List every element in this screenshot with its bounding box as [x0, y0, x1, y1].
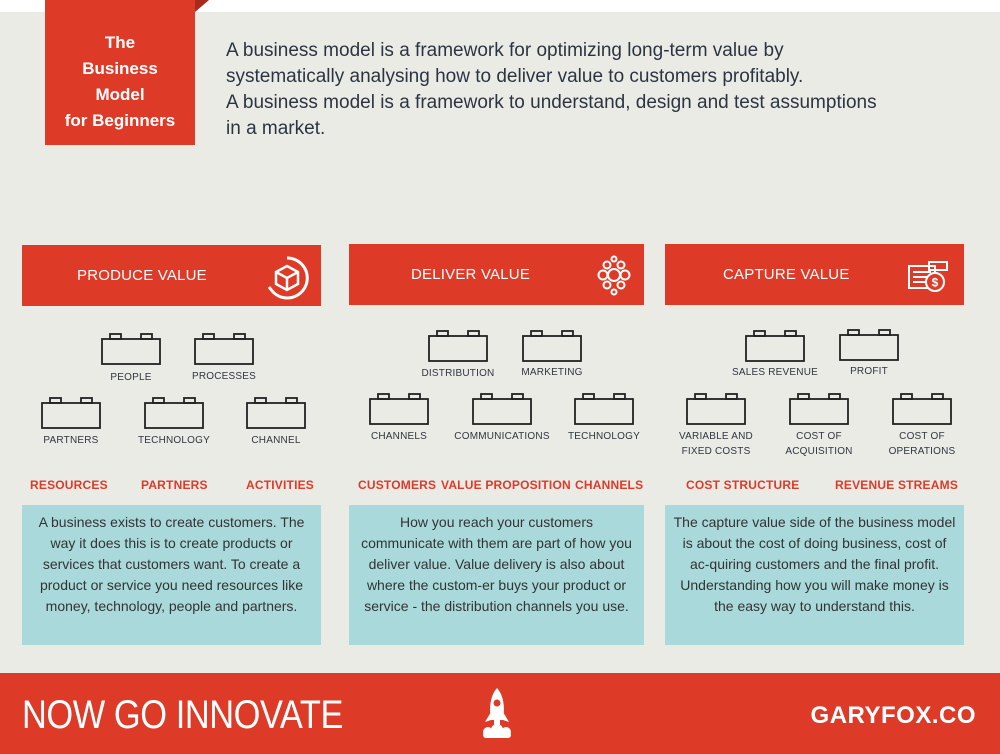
- block-label-variable-fixed-costs: VARIABLE AND FIXED COSTS: [679, 431, 753, 457]
- category-partners: PARTNERS: [141, 478, 208, 492]
- brick-icon: [428, 330, 488, 362]
- brick-icon: [194, 333, 254, 365]
- brick-icon: [522, 330, 582, 362]
- money-icon: $: [905, 254, 949, 298]
- brick-icon: [892, 393, 952, 425]
- badge-title: The Business Model for Beginners: [64, 33, 176, 130]
- header-title: CAPTURE VALUE: [723, 266, 850, 283]
- block-label-cost-of-acquisition: COST OF ACQUISITION: [785, 431, 853, 457]
- brick-icon: [472, 393, 532, 425]
- category-value-proposition: VALUE PROPOSITION: [441, 478, 571, 492]
- cube-icon: [264, 255, 309, 300]
- footer-website[interactable]: GARYFOX.CO: [810, 702, 976, 729]
- block-label-distribution: DISTRIBUTION: [421, 368, 495, 379]
- header-capture-value: CAPTURE VALUE $: [665, 244, 964, 305]
- brick-icon: [789, 393, 849, 425]
- brick-icon: [745, 330, 805, 362]
- block-label-marketing: MARKETING: [521, 367, 583, 378]
- brick-icon: [369, 393, 429, 425]
- brick-icon: [246, 397, 306, 429]
- category-activities: ACTIVITIES: [246, 478, 315, 492]
- intro-text: A business model is a framework for opti…: [226, 38, 886, 142]
- brick-icon: [839, 329, 899, 361]
- footer-banner: NOW GO INNOVATE GARYFOX.CO: [0, 673, 1000, 754]
- brick-icon: [101, 333, 161, 365]
- brick-icon: [574, 393, 634, 425]
- block-label-people: PEOPLE: [110, 372, 152, 383]
- svg-text:$: $: [932, 276, 939, 290]
- header-produce-value: PRODUCE VALUE: [22, 245, 321, 306]
- description-text: How you reach your customers communicate…: [361, 514, 632, 614]
- category-channels: CHANNELS: [575, 478, 644, 492]
- block-label-channel: CHANNEL: [251, 435, 301, 446]
- block-label-cost-of-operations: COST OF OPERATIONS: [888, 431, 956, 457]
- block-label-channels: CHANNELS: [370, 431, 428, 442]
- intro-paragraph-1: A business model is a framework for opti…: [226, 40, 804, 87]
- category-cost-structure: COST STRUCTURE: [686, 478, 800, 492]
- header-deliver-value: DELIVER VALUE: [349, 244, 644, 305]
- description-panel-capture: The capture value side of the business m…: [665, 505, 964, 645]
- block-label-technology: TECHNOLOGY: [137, 435, 210, 446]
- title-badge: The Business Model for Beginners: [45, 0, 195, 145]
- block-label-profit: PROFIT: [850, 366, 888, 377]
- rocket-icon: [477, 686, 517, 742]
- category-customers: CUSTOMERS: [358, 478, 437, 492]
- brick-icon: [686, 393, 746, 425]
- network-icon: [591, 253, 635, 297]
- footer-slogan: NOW GO INNOVATE: [22, 693, 343, 737]
- brick-icon: [41, 397, 101, 429]
- description-panel-produce: A business exists to create customers. T…: [22, 505, 321, 645]
- block-label-processes: PROCESSES: [191, 371, 257, 382]
- category-revenue-streams: REVENUE STREAMS: [835, 478, 959, 492]
- top-strip: [0, 0, 1000, 12]
- intro-paragraph-2: A business model is a framework to under…: [226, 92, 877, 139]
- header-title: DELIVER VALUE: [411, 266, 531, 283]
- block-label-partners: PARTNERS: [43, 435, 99, 446]
- header-title: PRODUCE VALUE: [77, 267, 207, 284]
- description-panel-deliver: How you reach your customers communicate…: [349, 505, 644, 645]
- category-resources: RESOURCES: [30, 478, 108, 492]
- description-text: A business exists to create customers. T…: [38, 514, 305, 614]
- badge-fold: [195, 0, 209, 12]
- block-label-sales-revenue: SALES REVENUE: [732, 367, 818, 378]
- description-text: The capture value side of the business m…: [673, 514, 956, 614]
- brick-icon: [144, 397, 204, 429]
- block-label-communications: COMMUNICATIONS: [454, 431, 550, 442]
- block-label-technology: TECHNOLOGY: [567, 431, 640, 442]
